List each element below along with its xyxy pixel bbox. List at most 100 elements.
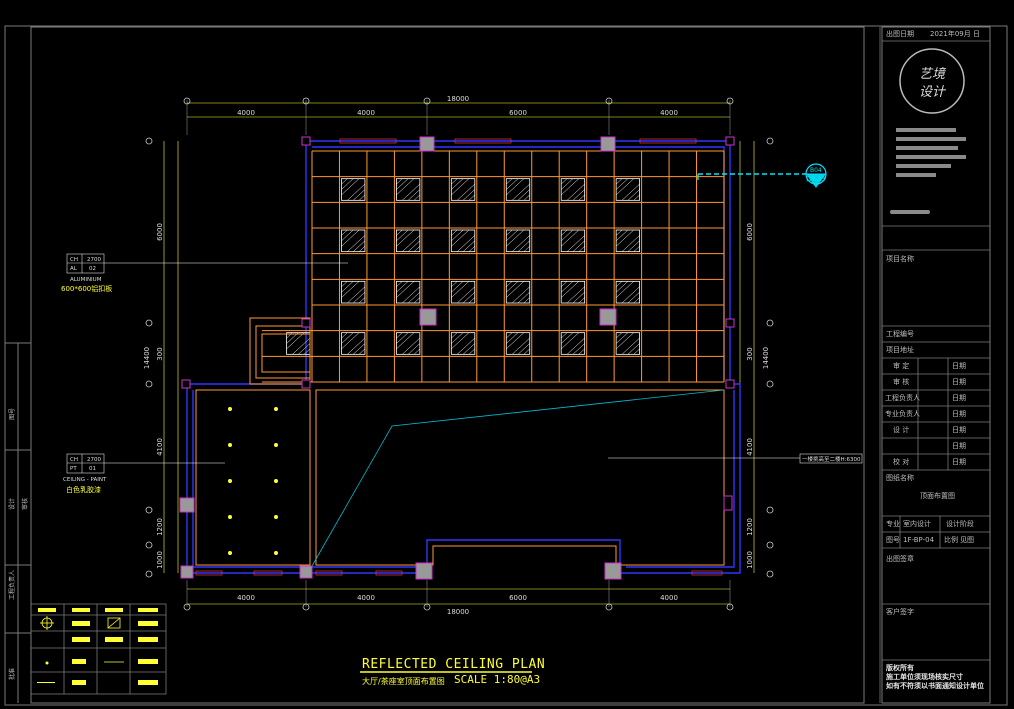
hatch-line <box>451 281 470 298</box>
hatch-line <box>615 332 629 344</box>
hatch-line <box>341 281 348 287</box>
scale-label: 比例 <box>944 536 958 544</box>
role-3: 工程负责人 <box>885 394 920 402</box>
drawing-scale: SCALE 1:80@A3 <box>454 673 541 686</box>
approval-label: 出图签章 <box>886 555 914 563</box>
hatch-line <box>561 178 568 185</box>
hatch-line <box>578 246 585 252</box>
hatch-line <box>615 178 634 196</box>
hatch-line <box>303 348 311 355</box>
hatch-line <box>615 229 634 247</box>
left-label-5: 批准 <box>8 668 16 680</box>
hatch-line <box>468 246 475 252</box>
hatch-line <box>396 229 415 247</box>
dim-top-1: 4000 <box>237 109 255 117</box>
discipline-label: 专业 <box>886 520 900 528</box>
dim-right-1: 6000 <box>746 223 754 241</box>
hatch-line <box>407 291 421 304</box>
logo-icon: 艺境 设计 <box>899 48 965 114</box>
hatch-line <box>506 178 513 185</box>
hatch-line <box>402 286 421 304</box>
hatch-line <box>413 194 421 201</box>
hatch-line <box>353 291 366 304</box>
hatch-line <box>413 348 421 355</box>
hatch-line <box>578 297 585 304</box>
drawing-subtitle: 大厅/茶座室顶面布置图 <box>362 677 445 686</box>
hatch-line <box>451 281 458 287</box>
hatch-line <box>396 178 415 196</box>
hatch-line <box>407 189 421 201</box>
hatch-line <box>457 235 475 252</box>
hatch-line <box>413 297 421 304</box>
hatch-line <box>506 281 519 293</box>
role-2-date: 日期 <box>952 378 966 386</box>
hatch-line <box>566 337 585 355</box>
role-1-date: 日期 <box>952 362 966 370</box>
hatch-line <box>561 332 568 339</box>
hatch-line <box>358 348 366 355</box>
hatch-line <box>621 286 640 304</box>
hatch-line <box>615 281 634 298</box>
dim-bottom-2: 4000 <box>357 594 375 602</box>
section-marker <box>805 163 827 188</box>
hatch-line <box>561 281 579 298</box>
dim-right-2: 300 <box>746 347 754 360</box>
dim-left-4: 1200 <box>156 518 164 536</box>
drawing-name: 顶面布置图 <box>920 492 955 500</box>
hatch-line <box>578 194 585 201</box>
hatch-line <box>621 183 640 201</box>
drawing-no-label: 图号 <box>886 536 900 544</box>
left-label-2: 设计 <box>8 498 16 510</box>
dim-left-2: 300 <box>156 347 164 360</box>
dim-top-3: 6000 <box>509 109 527 117</box>
project-name-label: 项目名称 <box>886 255 914 263</box>
hatch-line <box>451 178 470 196</box>
hatch-line <box>511 235 530 252</box>
hatch-line <box>451 229 464 242</box>
hatch-line <box>615 332 623 339</box>
dim-bottom-4: 4000 <box>660 594 678 602</box>
hatch-line <box>506 281 513 287</box>
hatch-line <box>402 235 421 252</box>
hatch-line <box>451 281 464 293</box>
hatch-line <box>451 178 464 190</box>
client-label: 客户签字 <box>886 608 914 616</box>
hatch-line <box>561 229 574 242</box>
hatch-line <box>451 229 470 247</box>
hatch-line <box>615 281 623 287</box>
date-value: 2021年09月 日 <box>930 30 980 38</box>
hatch-line <box>511 286 530 304</box>
hatch-line <box>353 240 366 252</box>
hatch-line <box>561 332 574 344</box>
hatch-line <box>451 229 458 236</box>
role-1: 审 定 <box>893 362 910 370</box>
hatch-line <box>511 183 530 201</box>
dim-left-3: 4100 <box>156 438 164 456</box>
role-7-date: 日期 <box>952 458 966 466</box>
hatch-line <box>468 297 475 304</box>
hatch-line <box>615 229 629 242</box>
hatch-line <box>353 189 366 201</box>
hatch-line <box>347 337 366 355</box>
callout-pt-pt: PT <box>70 466 77 472</box>
hatch-line <box>341 178 348 185</box>
copyright-line-1: 版权所有 <box>886 664 914 672</box>
hatch-line <box>457 337 475 355</box>
callout-right: 一楼挑高至二楼H:6300 <box>802 455 861 463</box>
hatch-line <box>341 332 360 350</box>
hatch-line <box>396 332 415 350</box>
hatch-line <box>572 240 585 252</box>
hatch-line <box>517 240 530 252</box>
dim-bottom-1: 4000 <box>237 594 255 602</box>
hatch-line <box>341 281 360 298</box>
drawing-no-value: 1F-BP-04 <box>903 536 935 544</box>
hatch-line <box>407 240 421 252</box>
hatch-line <box>341 281 354 293</box>
copyright-line-2: 施工单位须现场核实尺寸 <box>886 673 963 681</box>
hatch-line <box>572 189 585 201</box>
hatch-line <box>627 189 640 201</box>
hatch-line <box>572 343 585 355</box>
hatch-line <box>462 189 475 201</box>
hatch-line <box>468 194 475 201</box>
